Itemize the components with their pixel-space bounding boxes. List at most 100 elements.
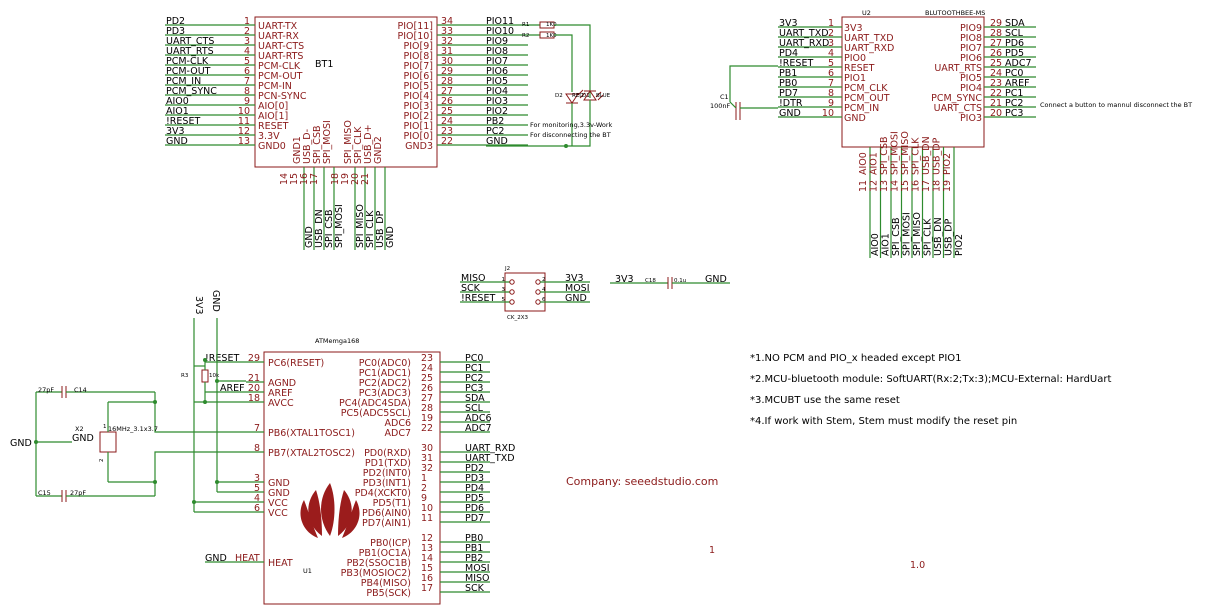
net-label: PIO6 <box>486 66 508 77</box>
pin-number: 17 <box>921 180 932 192</box>
net-label: PC0 <box>465 353 483 364</box>
net-label: PD5 <box>465 493 484 504</box>
net-label: !RESET <box>779 58 813 69</box>
c18-designator: C18 <box>645 278 656 284</box>
net-label: UART_RXD <box>779 38 829 49</box>
pin-number: 28 <box>990 28 1002 39</box>
net-label: PD2 <box>166 16 185 27</box>
pin-name: VCC <box>268 498 288 509</box>
pin-number: 9 <box>421 493 427 504</box>
pin-name: SPI_CSB <box>312 126 323 165</box>
pin-number: 25 <box>421 373 433 384</box>
pin-name: PB0(ICP) <box>370 538 411 549</box>
net-label: PD5 <box>1005 48 1024 59</box>
pin-number: 21 <box>990 98 1002 109</box>
net-label: PD2 <box>465 463 484 474</box>
net-label: USB_DP <box>375 210 386 248</box>
note-pc2: For disconnecting the BT <box>530 131 611 139</box>
junction <box>203 400 207 404</box>
c14-value: 27pF <box>38 386 54 394</box>
net-label: MISO <box>465 573 490 584</box>
pin-name: GND0 <box>258 141 286 152</box>
pin-number: 9 <box>828 98 834 109</box>
net-label: MISO <box>461 273 486 284</box>
pin-name: RESET <box>844 63 875 74</box>
pin-number: 6 <box>542 297 546 303</box>
net-label: AIO0 <box>166 96 189 107</box>
net-label: SPI_CSB <box>891 218 902 257</box>
pin-name: SPI_CSB <box>879 137 890 176</box>
net-label: MOSI <box>565 283 590 294</box>
seeed-logo <box>300 483 360 538</box>
u2-designator: U2 <box>862 9 871 17</box>
pin-name: RESET <box>258 121 289 132</box>
net-label: AREF <box>1005 78 1030 89</box>
pin-number: 10 <box>822 108 834 119</box>
pin-name: UART-RTS <box>258 51 303 62</box>
x2-pin2: 2 <box>99 459 105 463</box>
pin-name: PIO[6] <box>404 71 433 82</box>
pin-name: SPI_CLK <box>353 126 364 164</box>
pin-name: UART-RX <box>258 31 299 42</box>
pin-name: PIO[8] <box>404 51 433 62</box>
pin-number: 1 <box>244 16 250 27</box>
pin-name: AIO0 <box>858 152 869 175</box>
x2-value: 16MHz_3.1x3.7 <box>108 425 158 433</box>
pin-name: PCM-CLK <box>258 61 301 72</box>
pin-number: 31 <box>441 46 453 57</box>
pin-name: PIO0 <box>844 53 866 64</box>
u1-body <box>263 351 441 605</box>
pin-name: PD2(INT0) <box>363 468 411 479</box>
net-label: SPI_CLK <box>365 210 376 248</box>
net-label: PIO2 <box>954 234 965 256</box>
x2-gnd: GND <box>72 433 94 444</box>
c15-designator: C15 <box>38 489 51 497</box>
c15-value: 27pF <box>70 489 86 497</box>
x2-pin1: 1 <box>103 424 107 430</box>
net-label: PIO5 <box>486 76 508 87</box>
pin-number: 4 <box>244 46 250 57</box>
net-label: SPI_MISO <box>355 204 366 248</box>
pin-name: PCM_OUT <box>844 93 890 104</box>
pin-name: PB4(MISO) <box>361 578 411 589</box>
note-u2-button: Connect a button to mannul disconnect th… <box>1040 101 1192 109</box>
pin-name: PCM_SYNC <box>931 93 982 104</box>
pin-name: PIO7 <box>960 43 982 54</box>
pin-name: AIO[0] <box>258 101 288 112</box>
net-label: PCM_IN <box>166 76 201 87</box>
pin-name: ADC7 <box>385 428 412 439</box>
pin-number: 30 <box>441 56 453 67</box>
r1-value: 1K0 <box>546 22 557 28</box>
net-label: SPI_MOSI <box>334 204 345 248</box>
junction <box>153 480 157 484</box>
pin-number: 24 <box>441 116 453 127</box>
pin-number: 2 <box>421 483 427 494</box>
pin-name: PC6(RESET) <box>268 358 324 369</box>
net-label: UART_TXD <box>779 28 829 39</box>
pin-number: 21 <box>248 373 260 384</box>
pin-name: PIO3 <box>960 113 982 124</box>
net-label: PCM_SYNC <box>166 86 217 97</box>
r2-label: R2 <box>522 33 529 39</box>
net-label: SDA <box>1005 18 1025 29</box>
c14-designator: C14 <box>74 386 87 394</box>
gnd-label: GND <box>10 438 32 449</box>
net-label: !DTR <box>779 98 803 109</box>
pin-name: PC3(ADC3) <box>359 388 411 399</box>
pin-number: 11 <box>238 116 250 127</box>
pin-number: 17 <box>421 583 433 594</box>
net-label: PC3 <box>465 383 483 394</box>
pin-number: 17 <box>309 173 320 185</box>
header-pin <box>535 279 541 285</box>
pin-number: 5 <box>244 56 250 67</box>
pin-number: 16 <box>911 180 922 192</box>
pin-name: PD1(TXD) <box>365 458 411 469</box>
pin-name: PC2(ADC2) <box>359 378 411 389</box>
pin-name: PIO[1] <box>404 121 433 132</box>
pin-name: UART-TX <box>258 21 298 32</box>
pin-name: PIO[5] <box>404 81 433 92</box>
c18-value: 0.1u <box>674 278 686 284</box>
net-3v3-rail: 3V3 <box>193 296 204 315</box>
